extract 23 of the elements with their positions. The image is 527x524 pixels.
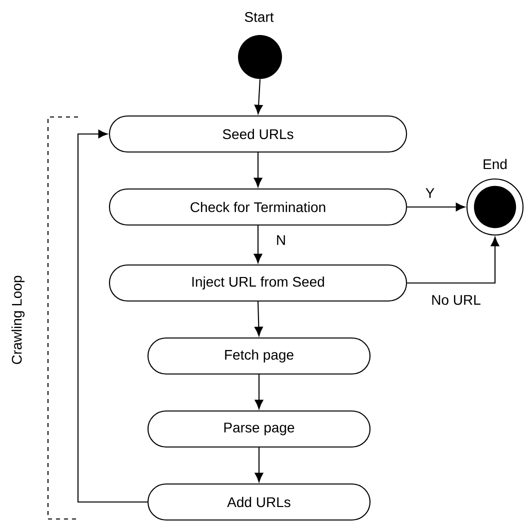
edge-label: No URL	[430, 294, 482, 306]
activity-box: Parse page	[147, 410, 371, 448]
arrow	[254, 448, 264, 482]
arrow	[254, 79, 263, 114]
arrow	[254, 226, 262, 264]
arrow	[77, 130, 148, 503]
activity-box: Fetch page	[147, 337, 371, 375]
activity-box: Inject URL from Seed	[108, 264, 408, 302]
arrow	[254, 374, 264, 410]
edge-label: N	[274, 234, 288, 246]
arrow	[254, 152, 262, 188]
arrow	[407, 236, 500, 284]
arrow	[407, 202, 466, 212]
bracket-label: Crawling Loop	[11, 276, 25, 364]
activity-box: Seed URLs	[108, 115, 408, 153]
activity-box: Add URLs	[147, 483, 371, 521]
edge-label: Y	[424, 186, 436, 200]
node-caption: End	[484, 158, 507, 170]
node-caption: Start	[244, 12, 274, 22]
final-node	[466, 178, 524, 236]
initial-node	[238, 35, 282, 79]
arrow	[254, 302, 263, 336]
activity-box: Check for Termination	[108, 188, 408, 226]
